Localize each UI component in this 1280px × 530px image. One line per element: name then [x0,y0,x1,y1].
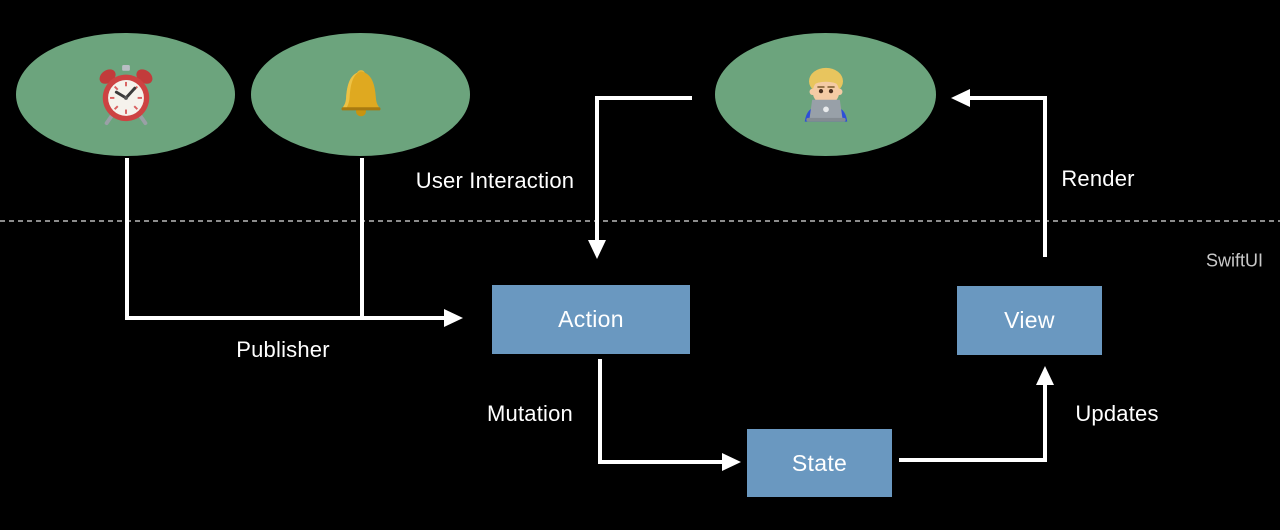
render-arrowhead [951,89,970,107]
man-technologist-icon [804,67,847,122]
state-box: State [747,429,892,497]
label-mutation: Mutation [487,401,573,426]
publisher-arrow [125,158,445,320]
publisher-node-bell [251,33,470,156]
view-box: View [957,286,1102,355]
bell-icon [341,69,380,116]
label-publisher: Publisher [236,337,330,362]
publisher-node-alarm [16,33,235,156]
alarm-clock-icon [99,64,152,125]
mutation-arrow [598,359,723,464]
mutation-arrowhead [722,453,741,471]
publisher-arrowhead [444,309,463,327]
render-arrow [969,96,1047,257]
label-render: Render [1061,166,1135,191]
user-interaction-arrow [595,96,692,241]
swiftui-watermark: SwiftUI [1205,250,1263,271]
label-user-interaction: User Interaction [415,168,575,193]
user-interaction-arrowhead [588,240,606,259]
label-updates: Updates [1075,401,1159,426]
updates-arrow [899,384,1047,462]
action-box-label: Action [558,306,624,332]
state-box-label: State [791,449,848,476]
user-node [715,33,936,156]
updates-arrowhead [1036,366,1054,385]
action-box: Action [492,285,690,354]
view-box-label: View [1004,307,1055,333]
